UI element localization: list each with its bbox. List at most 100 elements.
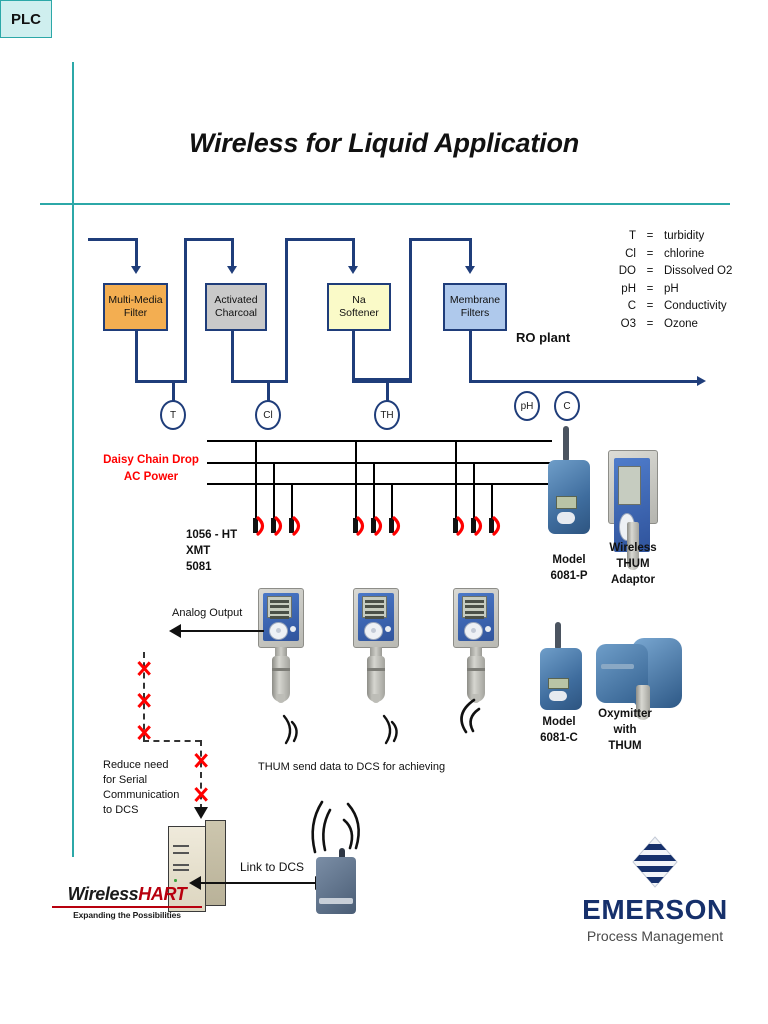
oxymitter-vent — [601, 663, 634, 670]
bus-drop — [273, 462, 275, 522]
pipe-box2-down — [231, 331, 234, 383]
bus-drop — [473, 462, 475, 522]
pipe-drop-sensor-3 — [386, 380, 389, 402]
terminal-bar — [271, 518, 276, 533]
legend-row: pH = pH — [610, 281, 732, 299]
legend-symbol: T — [628, 230, 636, 242]
reduce-line-4: to DCS — [103, 804, 139, 816]
bus-line-2 — [207, 462, 552, 464]
wirelesshart-logo: WirelessHART Expanding the Possibilities — [48, 884, 206, 920]
legend-definition: Dissolved O2 — [664, 265, 733, 277]
link-to-dcs-label: Link to DCS — [240, 860, 305, 874]
bus-drop — [373, 462, 375, 522]
transmitter-faceplate — [263, 593, 299, 641]
wireless-arc-icon — [292, 516, 301, 536]
emerson-logo: EMERSON Process Management — [575, 836, 735, 944]
product-label-line1: Model — [552, 554, 586, 566]
legend-row: O3 = Ozone — [610, 316, 732, 334]
tower-drive-slot — [173, 851, 189, 855]
transmitter-faceplate — [458, 593, 494, 641]
reduce-line-2: for Serial — [103, 774, 148, 786]
process-box-line2: Filter — [123, 307, 148, 319]
terminal-bar — [253, 518, 258, 533]
bus-drop — [391, 483, 393, 522]
legend-definition: Ozone — [664, 317, 698, 330]
tower-front-panel — [168, 825, 207, 912]
pipe-box1-down — [135, 331, 138, 383]
sensor-bubble-ph: pH — [514, 391, 540, 421]
pipe-riser-2 — [285, 238, 288, 383]
terminal-bar — [289, 518, 294, 533]
tower-vent-slot — [173, 863, 189, 866]
process-box-line2: Softener — [339, 307, 379, 319]
wireless-arc-icon — [474, 516, 483, 536]
link-to-dcs-arrow-line — [198, 882, 318, 884]
pipe-riser-3 — [409, 238, 412, 383]
legend-symbol: Cl — [625, 247, 636, 260]
bus-drop — [255, 440, 257, 522]
transmitter-keypad-icon — [464, 622, 483, 640]
product-image-model-6081c — [540, 622, 582, 710]
tower-vent-slot — [173, 868, 189, 871]
legend-equals: = — [646, 317, 654, 330]
serial-dashed-line-vertical-2 — [200, 740, 202, 810]
wireless-signal-icon — [460, 698, 481, 734]
product-label-line3: Adaptor — [610, 574, 656, 586]
transmitter-keypad-icon — [364, 622, 383, 640]
reduce-serial-communication-label: Reduce need for Serial Communication to … — [103, 758, 203, 818]
thum-caption: THUM send data to DCS for achieving — [258, 761, 446, 773]
transmitter-probe — [272, 656, 290, 703]
pipe-box1-right — [135, 380, 187, 383]
transmitter-device — [258, 588, 304, 708]
transmitter-lcd-icon — [362, 596, 387, 619]
oxymitter-probe — [635, 685, 650, 721]
product-label-model-6081p: Model 6081-P — [540, 552, 598, 584]
bus-line-3 — [207, 483, 552, 485]
model-line-2: XMT — [186, 545, 211, 557]
product-label-line2: with — [613, 724, 637, 736]
daisy-chain-label: Daisy Chain Drop AC Power — [96, 452, 206, 486]
tower-side-panel — [204, 820, 226, 907]
process-box-line1: Multi-Media — [108, 294, 163, 306]
pipe-box3-right — [352, 378, 412, 383]
analog-output-label: Analog Output — [172, 607, 243, 619]
product-label-line1: Model — [542, 716, 576, 728]
pipe-inlet-down — [135, 238, 138, 268]
legend-equals: = — [646, 230, 654, 242]
legend-symbol: DO — [618, 265, 636, 277]
process-box-line1: Activated — [214, 294, 258, 306]
ro-plant-label: RO plant — [516, 330, 571, 345]
wirelesshart-part1: Wireless — [67, 884, 139, 904]
transmitter-neck — [370, 647, 382, 657]
emerson-wordmark: EMERSON — [582, 894, 728, 925]
pipe-down-2 — [231, 238, 234, 268]
blocked-x-icon — [135, 692, 152, 709]
process-box-line1: Na — [352, 294, 366, 306]
legend-row: C = Conductivity — [610, 298, 732, 316]
product-display-icon — [617, 465, 642, 506]
blocked-x-icon — [135, 660, 152, 677]
product-label-line3: THUM — [608, 740, 642, 752]
pipe-top-3 — [409, 238, 472, 241]
legend-row: DO = Dissolved O2 — [610, 263, 733, 281]
legend-definition: Conductivity — [664, 300, 727, 312]
legend-symbol: O3 — [620, 317, 636, 330]
pipe-drop-sensor-2 — [267, 380, 270, 402]
process-box-membrane-filters: Membrane Filters — [443, 283, 507, 331]
wireless-arc-icon — [356, 516, 365, 536]
blocked-x-icon — [135, 724, 152, 741]
product-label-model-6081c: Model 6081-C — [528, 714, 590, 746]
legend-equals: = — [646, 300, 654, 312]
product-probe — [627, 522, 639, 570]
pipe-top-2 — [285, 238, 355, 241]
serial-arrowhead-icon — [194, 807, 208, 819]
serial-dashed-line-horizontal — [143, 740, 201, 742]
legend-equals: = — [646, 282, 654, 295]
pipe-riser-1 — [184, 238, 187, 383]
model-line-1: 1056 - HT — [186, 529, 238, 541]
dcs-server-tower — [168, 820, 226, 912]
terminal-bar — [471, 518, 476, 533]
accent-horizontal-line — [40, 203, 730, 205]
gateway-body — [316, 857, 356, 914]
